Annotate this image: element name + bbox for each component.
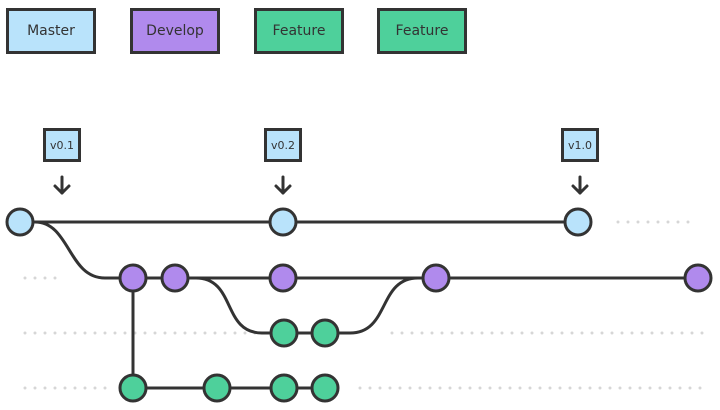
commit-feature1-1 — [269, 318, 299, 348]
legend-develop: Develop — [130, 8, 220, 54]
legend-feature-2-label: Feature — [395, 23, 449, 39]
commit-develop-4 — [421, 263, 451, 293]
legend-feature-1-label: Feature — [272, 23, 326, 39]
tag-v0-1: v0.1 — [43, 128, 81, 162]
arrow-down-icon — [571, 175, 589, 195]
tag-v0-1-label: v0.1 — [49, 138, 74, 152]
commit-develop-1 — [118, 263, 148, 293]
tag-v0-2-label: v0.2 — [270, 138, 295, 152]
tag-v1-0: v1.0 — [561, 128, 599, 162]
legend-feature-1: Feature — [254, 8, 344, 54]
commits — [5, 207, 713, 403]
commit-feature2-4 — [310, 373, 340, 403]
commit-develop-2 — [160, 263, 190, 293]
commit-master-2 — [268, 207, 298, 237]
commit-feature2-3 — [269, 373, 299, 403]
commit-develop-3 — [268, 263, 298, 293]
develop-to-feature1-curve — [195, 276, 284, 335]
master-to-develop-curve — [34, 220, 133, 280]
commit-master-1 — [5, 207, 35, 237]
commit-feature2-2 — [202, 373, 232, 403]
commit-feature1-2 — [310, 318, 340, 348]
legend-master-label: Master — [27, 23, 75, 39]
arrow-down-icon — [274, 175, 292, 195]
arrow-down-icon — [53, 175, 71, 195]
branch-lines — [20, 220, 697, 390]
legend-feature-2: Feature — [377, 8, 467, 54]
commit-master-3 — [563, 207, 593, 237]
tag-v0-2: v0.2 — [264, 128, 302, 162]
commit-feature2-1 — [118, 373, 148, 403]
dotted-guides — [23, 220, 707, 390]
commit-develop-5 — [683, 263, 713, 293]
tag-arrows — [53, 175, 589, 195]
legend-master: Master — [6, 8, 96, 54]
feature1-to-develop-curve — [325, 276, 419, 335]
tag-v1-0-label: v1.0 — [567, 138, 592, 152]
legend-develop-label: Develop — [146, 23, 204, 39]
